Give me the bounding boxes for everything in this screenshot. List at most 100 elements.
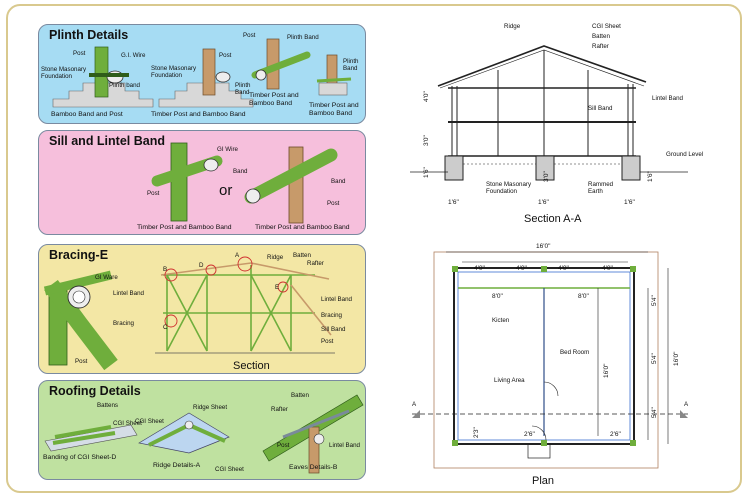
label-cgi-sheet-1: CGI Sheet <box>113 420 142 427</box>
dim-h1: 4'0" <box>423 91 430 102</box>
plan-dim-t2: 4'0" <box>516 265 527 272</box>
caption-sill-b: Timber Post and Bamboo Band <box>255 224 350 231</box>
plinth-details-panel: Plinth Details Post G.I. Wire Stone Maso… <box>38 24 366 124</box>
eaves-detail <box>262 394 364 474</box>
plan-dim-overall-v: 16'0" <box>673 351 680 366</box>
sill-lintel-drawing: GI Wire Band Post or Band Post Timber Po… <box>137 142 350 231</box>
marker-c: C <box>163 324 168 331</box>
roofing-drawing: Battens CGI Sheet Banding of CGI Sheet-D… <box>43 392 364 474</box>
section-caption: Section A-A <box>524 213 582 225</box>
marker-e: E <box>275 284 279 291</box>
or-text: or <box>219 182 232 199</box>
cgi-banding-detail <box>44 424 138 452</box>
room-kitchen: Kicten <box>492 317 510 324</box>
plan-mark-a-right: A <box>684 401 689 408</box>
plan-dim-i2: 8'0" <box>578 293 589 300</box>
bracing-section-caption: Section <box>233 360 270 372</box>
plan-dim-i1: 8'0" <box>492 293 503 300</box>
label-gi-wire: GI Wire <box>217 146 239 153</box>
section-label-cgi: CGI Sheet <box>592 23 621 30</box>
label-cgi-sheet-3: CGI Sheet <box>215 466 244 473</box>
plan-dim-t4: 4'0" <box>602 265 613 272</box>
caption-ridge: Ridge Details-A <box>153 462 201 469</box>
timber-sill-detail <box>244 146 338 224</box>
ridge-detail <box>138 412 230 454</box>
bamboo-post-detail <box>52 46 154 108</box>
label-post-2: Post <box>327 200 340 207</box>
label-post-2: Post <box>219 52 232 59</box>
plan-dim-b2: 2'6" <box>610 431 621 438</box>
dim-h4: 3'0" <box>543 171 550 182</box>
plan-dim-overall: 16'0" <box>536 243 551 250</box>
dim-h5: 1'6" <box>647 171 654 182</box>
sill-lintel-title: Sill and Lintel Band <box>49 134 165 148</box>
plinth-details-title: Plinth Details <box>49 28 129 42</box>
label-post-1: Post <box>147 190 160 197</box>
marker-d: D <box>199 262 204 269</box>
bamboo-sill-detail <box>151 142 223 222</box>
plan-dim-left: 2'3" <box>473 427 480 438</box>
label-post-2: Post <box>321 338 334 345</box>
caption-banding: Banding of CGI Sheet-D <box>43 454 116 461</box>
label-plinth-band-3: Plinth Band <box>287 34 319 41</box>
label-band-1: Band <box>233 168 248 175</box>
plan-dim-t1: 4'0" <box>474 265 485 272</box>
marker-b: B <box>163 266 167 273</box>
plan-dim-inner-v: 16'0" <box>603 363 610 378</box>
section-label-batten: Batten <box>592 33 610 40</box>
caption-timber-post-1: Timber Post and Bamboo Band <box>151 111 246 118</box>
section-arrow-left <box>412 410 420 418</box>
caption-eaves: Eaves Details-B <box>289 464 338 471</box>
label-rafter: Rafter <box>307 260 324 267</box>
label-gi-ware: GI Ware <box>95 274 118 281</box>
label-band-2: Band <box>331 178 346 185</box>
label-bracing: Bracing <box>113 320 135 327</box>
section-label-ridge: Ridge <box>504 23 521 30</box>
room-living: Living Area <box>494 377 525 384</box>
plan-mark-a-left: A <box>412 401 417 408</box>
dim-w2: 1'6" <box>538 199 549 206</box>
label-ridge-sheet: Ridge Sheet <box>193 404 227 411</box>
section-label-sill: Sill Band <box>588 105 613 112</box>
section-and-plan-drawing: Ridge CGI Sheet Batten Rafter Lintel Ban… <box>410 23 703 487</box>
bracing-joint-detail <box>43 270 118 371</box>
label-batten: Batten <box>291 392 309 399</box>
plan-dim-b1: 2'6" <box>524 431 535 438</box>
label-gi-wire: G.I. Wire <box>121 52 146 59</box>
plan-dim-t3: 4'0" <box>558 265 569 272</box>
plan-caption: Plan <box>532 475 554 487</box>
plan-dim-r3: 5'4" <box>651 407 658 418</box>
label-battens: Battens <box>97 402 118 409</box>
sill-lintel-panel: Sill and Lintel Band GI Wire Band Post o… <box>38 130 366 235</box>
label-rafter: Rafter <box>271 406 288 413</box>
label-sill-band: Sill Band <box>321 326 346 333</box>
room-bedroom: Bed Room <box>560 349 589 356</box>
dim-w1: 1'6" <box>448 199 459 206</box>
plan-dim-r1: 5'4" <box>651 295 658 306</box>
diagram-frame: Plinth Details Post G.I. Wire Stone Maso… <box>6 4 742 493</box>
label-ridge: Ridge <box>267 254 284 261</box>
section-label-lintel: Lintel Band <box>652 95 684 102</box>
floor-plan <box>412 251 688 469</box>
dim-h3: 1'6" <box>423 167 430 178</box>
label-lintel-band: Lintel Band <box>329 442 361 449</box>
label-lintel-band: Lintel Band <box>113 290 145 297</box>
bracing-panel: Bracing-E GI Ware Lintel Band Bracing Po… <box>38 244 366 374</box>
plan-corner-posts <box>452 266 636 446</box>
marker-a: A <box>235 252 240 259</box>
label-lintel-band-2: Lintel Band <box>321 296 353 303</box>
timber-post-detail <box>158 48 254 108</box>
roofing-title: Roofing Details <box>49 384 141 398</box>
dim-h2: 3'0" <box>423 135 430 146</box>
section-arrow-right <box>680 410 688 418</box>
caption-bamboo-band-post: Bamboo Band and Post <box>51 111 123 118</box>
bracing-drawing: GI Ware Lintel Band Bracing Post A B <box>43 252 353 372</box>
